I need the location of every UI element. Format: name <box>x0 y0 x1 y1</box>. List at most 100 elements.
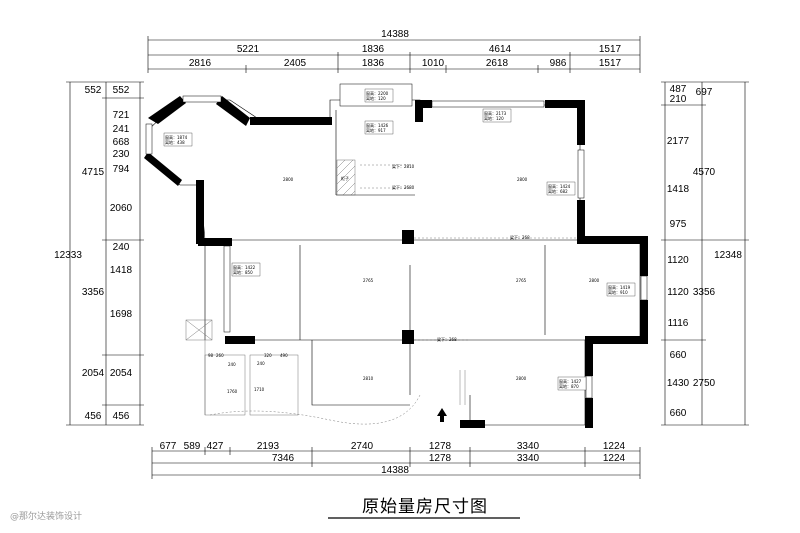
window-notes: 窗高：1874 离地：438 窗高：2200 离地：120 窗高：1426 离地… <box>163 88 636 391</box>
dim-label: 427 <box>207 441 224 452</box>
top-row2-dimensions: 2816 2405 1836 1010 2618 986 1517 <box>189 58 622 69</box>
window-note-height: 窗高：1874 <box>165 134 188 140</box>
dim-label: 1430 <box>667 378 690 389</box>
beam-note: 梁下：268 <box>437 336 457 342</box>
window-note-height: 窗高：1422 <box>233 264 256 270</box>
balcony-area <box>185 319 466 425</box>
dim-label: 487 <box>670 84 687 95</box>
dim-label: 12348 <box>714 250 742 261</box>
plan-title: 原始量房尺寸图 <box>362 497 488 517</box>
dim-label: 456 <box>113 411 130 422</box>
window-note-height: 窗高：1419 <box>608 284 631 290</box>
dim-label: 660 <box>670 350 687 361</box>
dim-label: 660 <box>670 408 687 419</box>
room-height: 2800 <box>516 376 527 381</box>
top-total-dimension: 14388 <box>381 29 409 40</box>
window-note-offset: 离地：917 <box>366 127 386 133</box>
dim-label: 98 <box>208 353 214 358</box>
dim-label: 552 <box>85 85 102 96</box>
window-note: 窗高：1427 离地：870 <box>557 376 587 391</box>
window-note: 窗高：1426 离地：917 <box>364 120 394 135</box>
dim-label: 3356 <box>82 287 105 298</box>
right-inner-dimensions: 487 210 2177 1418 975 1120 1120 1116 660… <box>667 84 690 419</box>
dashed-beams <box>360 164 578 341</box>
left-dimension-lines <box>66 81 144 426</box>
dim-label: 721 <box>113 110 130 121</box>
dim-label: 1278 <box>429 441 452 452</box>
dim-label: 2193 <box>257 441 280 452</box>
window-note: 窗高：1874 离地：438 <box>163 132 193 147</box>
dim-label: 5221 <box>237 44 260 55</box>
room-height: 2765 <box>363 278 374 283</box>
dim-label: 2740 <box>351 441 374 452</box>
window-note-height: 窗高：1426 <box>366 122 389 128</box>
dim-label: 1517 <box>599 44 622 55</box>
dim-label: 7346 <box>272 453 295 464</box>
solid-walls <box>144 96 648 428</box>
beam-note: 梁下：2810 <box>392 163 415 169</box>
entrance-arrow-icon <box>437 408 447 422</box>
beam-note: 梁下：2680 <box>392 184 415 190</box>
window-note: 窗高：2173 离地：120 <box>482 108 512 123</box>
dim-label: 240 <box>113 242 130 253</box>
window-note-offset: 离地：438 <box>165 139 185 145</box>
window-note-height: 窗高：2173 <box>484 110 507 116</box>
dim-label: 794 <box>113 164 130 175</box>
dim-label: 1224 <box>603 441 626 452</box>
room-height: 2800 <box>589 278 600 283</box>
top-row1-dimensions: 5221 1836 4614 1517 <box>237 44 622 55</box>
dim-label: 240 <box>228 362 236 367</box>
dim-label: 3356 <box>693 287 716 298</box>
dim-label: 2177 <box>667 136 690 147</box>
dim-label: 1760 <box>227 389 238 394</box>
dim-label: 1418 <box>110 265 133 276</box>
top-dimension-lines <box>147 36 641 73</box>
window-note-offset: 离地：682 <box>548 188 568 194</box>
right-dimension-lines <box>661 81 749 426</box>
dim-label: 2054 <box>110 368 133 379</box>
dim-label: 986 <box>550 58 567 69</box>
room-height: 2765 <box>516 278 527 283</box>
dim-label: 4614 <box>489 44 512 55</box>
window-note-offset: 离地：910 <box>608 289 628 295</box>
dim-label: 1698 <box>110 309 133 320</box>
window <box>223 245 231 333</box>
dim-label: 2618 <box>486 58 509 69</box>
dim-label: 490 <box>280 353 288 358</box>
room-heights: 2800 2800 2765 2765 2800 2810 2800 <box>283 177 600 381</box>
window-note-offset: 离地：120 <box>366 95 386 101</box>
window <box>585 375 593 399</box>
dim-label: 456 <box>85 411 102 422</box>
watermark: @那尔达装饰设计 <box>10 510 82 522</box>
right-outer-dimensions: 697 4570 12348 3356 2750 <box>693 87 742 389</box>
window-note-height: 窗高：1424 <box>548 183 571 189</box>
balcony-dims: 98 260 240 1760 320 490 240 1710 <box>208 353 288 394</box>
dim-label: 241 <box>113 124 130 135</box>
window-note-offset: 离地：120 <box>484 115 504 121</box>
bottom-total-dimension: 14388 <box>381 465 409 476</box>
dim-label: 589 <box>184 441 201 452</box>
window-note: 窗高：1422 离地：850 <box>231 262 261 277</box>
window-note: 窗高：1419 离地：910 <box>606 282 636 297</box>
stair-hatch <box>336 159 356 196</box>
dim-label: 552 <box>113 85 130 96</box>
dim-label: 320 <box>264 353 272 358</box>
room-height: 2810 <box>363 376 374 381</box>
bottom-row2-dimensions: 7346 1278 3340 1224 <box>272 453 626 464</box>
wall-outlines <box>147 99 641 426</box>
dim-label: 4570 <box>693 167 716 178</box>
dim-label: 12333 <box>54 250 82 261</box>
beam-note: 梁下：268 <box>510 234 530 240</box>
window-note-offset: 离地：850 <box>233 269 253 275</box>
dim-label: 2054 <box>82 368 105 379</box>
dim-label: 1224 <box>603 453 626 464</box>
bottom-row1-dimensions: 677 589 427 2193 2740 1278 3340 1224 <box>160 441 626 452</box>
window <box>145 123 153 155</box>
dim-label: 1116 <box>668 318 689 329</box>
dim-label: 1836 <box>362 44 385 55</box>
dim-label: 4715 <box>82 167 105 178</box>
beam-notes: 梁下：268 梁下：268 梁下：2810 梁下：2680 <box>392 163 530 342</box>
dim-label: 1010 <box>422 58 445 69</box>
dim-label: 210 <box>670 94 687 105</box>
